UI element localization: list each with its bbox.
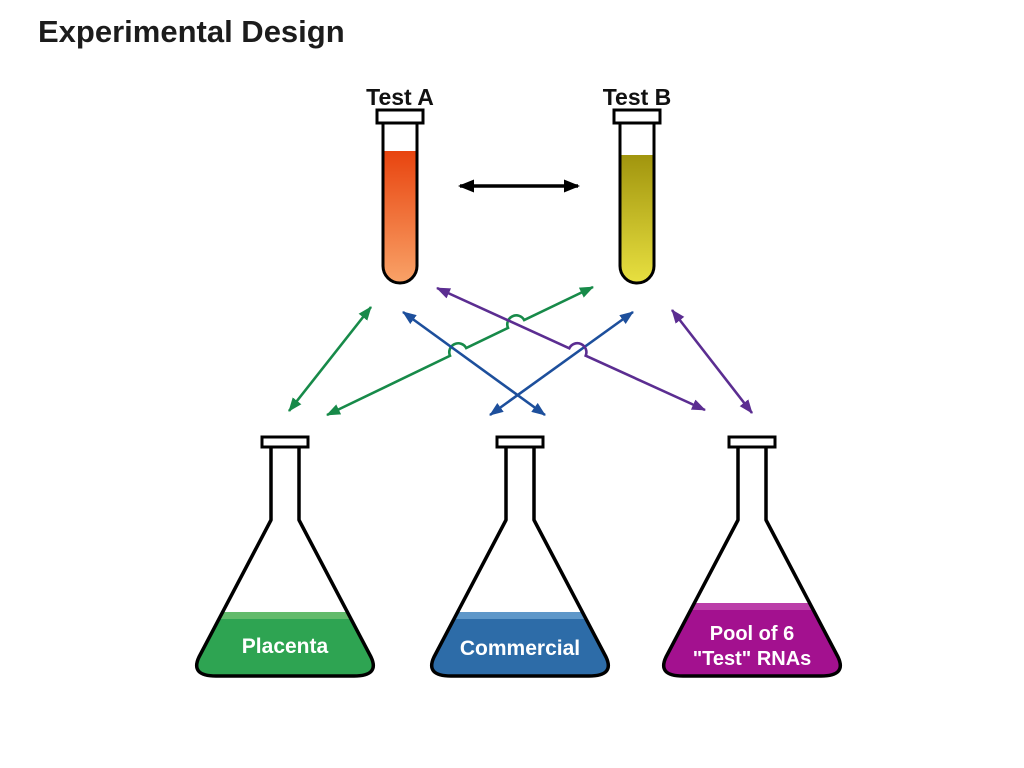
test-tube-b-rim: [612, 108, 662, 125]
test-tube-a-label: Test A: [366, 84, 434, 110]
flask-pool: Pool of 6 "Test" RNAs: [661, 435, 843, 678]
arrow-pool-testA: [436, 286, 706, 412]
flask-placenta-outline: [194, 447, 376, 678]
flask-placenta: Placenta: [194, 435, 376, 678]
test-tube-a-outline: [381, 123, 419, 285]
flask-pool-liquid: [663, 603, 841, 676]
flask-placenta-liquid: [196, 612, 374, 676]
flask-pool-rim: [727, 435, 777, 449]
flask-placenta-label: Placenta: [242, 635, 329, 658]
page-title: Experimental Design: [38, 14, 345, 49]
test-tube-a-liquid: [383, 151, 417, 283]
flask-commercial-liquid-surface: [431, 612, 609, 619]
flask-commercial-liquid: [431, 612, 609, 676]
flask-pool-outline: [661, 447, 843, 678]
flask-commercial-rim: [495, 435, 545, 449]
flask-commercial-label: Commercial: [460, 637, 580, 660]
arrows: [287, 179, 754, 417]
test-tube-b-liquid: [620, 155, 654, 283]
test-tube-b: Test B: [603, 84, 672, 285]
test-tube-a: Test A: [366, 84, 434, 285]
flask-pool-liquid-surface: [663, 603, 841, 610]
flask-pool-label-line1: Pool of 6: [710, 623, 794, 645]
arrow-placenta-testA: [287, 306, 373, 412]
flask-commercial: Commercial: [429, 435, 611, 678]
flask-pool-label-line2: "Test" RNAs: [693, 648, 812, 670]
arrow-placenta-testB: [326, 285, 594, 417]
test-tube-a-rim: [375, 108, 425, 125]
flask-placenta-rim: [260, 435, 310, 449]
flask-placenta-liquid-surface: [196, 612, 374, 619]
flask-commercial-outline: [429, 447, 611, 678]
arrow-pool-testB: [670, 309, 754, 414]
test-tube-b-outline: [618, 123, 656, 285]
test-tube-b-label: Test B: [603, 84, 672, 110]
arrow-commercial-testB: [489, 310, 634, 417]
